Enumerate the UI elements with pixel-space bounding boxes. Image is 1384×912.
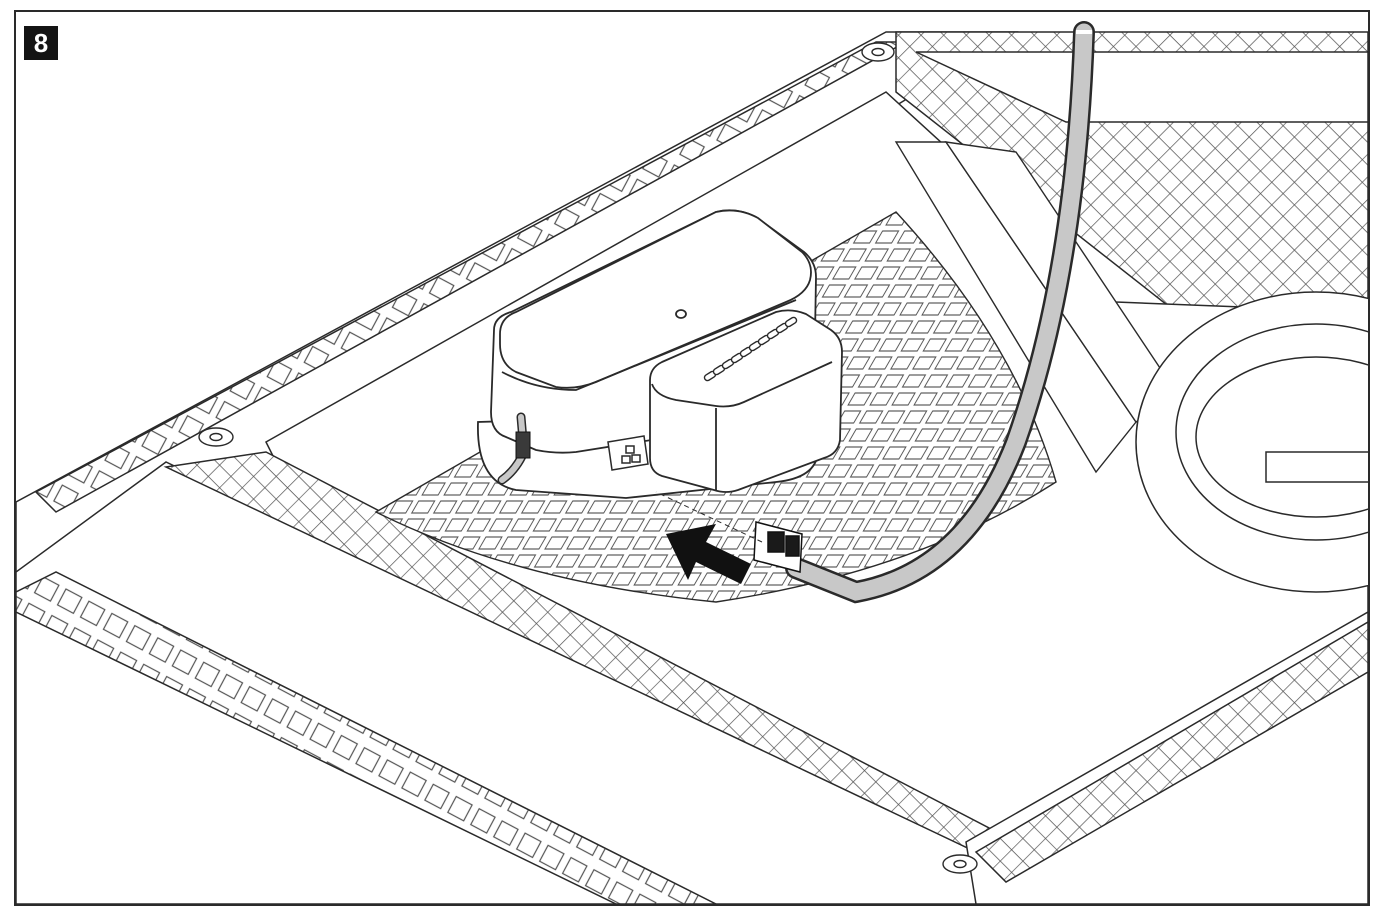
power-cable — [785, 21, 1095, 604]
connector-plug-icon — [655, 491, 803, 573]
duct-collar — [1135, 291, 1368, 593]
installation-illustration — [16, 21, 1368, 904]
figure-frame: 8 — [14, 10, 1370, 906]
step-number-badge: 8 — [24, 26, 58, 60]
strain-relief-cable — [497, 412, 531, 485]
insert-direction-arrow-icon — [666, 524, 751, 584]
mounting-bosses — [198, 42, 978, 874]
box-socket — [607, 435, 649, 471]
control-box — [477, 209, 843, 499]
vent-slots — [703, 316, 798, 382]
